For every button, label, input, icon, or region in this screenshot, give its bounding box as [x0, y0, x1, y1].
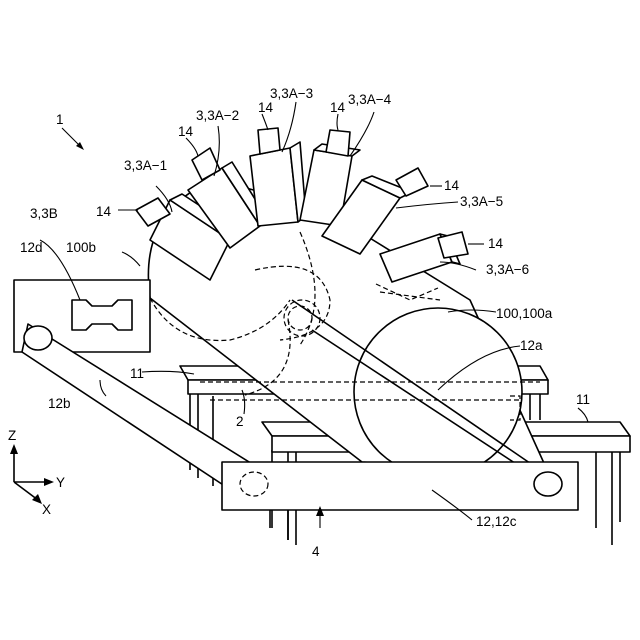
label-tool-6: 14 [488, 236, 504, 251]
label-conveyor-b: 12b [48, 396, 71, 411]
label-robot-5: 3,3A−5 [460, 194, 503, 209]
label-robot-b: 3,3B [30, 206, 58, 221]
label-device: 1 [56, 112, 64, 127]
label-frame-side: 100b [66, 240, 96, 255]
label-tool-3: 14 [258, 100, 274, 115]
label-tool-5: 14 [444, 178, 460, 193]
label-tool-1: 14 [96, 204, 112, 219]
label-robot-2: 3,3A−2 [196, 108, 239, 123]
label-frame: 100,100a [496, 306, 553, 321]
axis-label-x: X [42, 502, 51, 517]
label-table-right: 11 [576, 392, 590, 407]
label-table-left: 11 [130, 366, 144, 381]
label-conveyor-a: 12a [520, 338, 543, 353]
conveyor-12c [222, 462, 578, 540]
tool-14-4 [326, 130, 350, 156]
tool-14-3 [258, 128, 280, 154]
label-robot-6: 3,3A−6 [486, 262, 529, 277]
label-tool-4: 14 [330, 100, 346, 115]
axis-label-y: Y [56, 475, 65, 490]
label-tool-2: 14 [178, 124, 194, 139]
label-base: 4 [312, 544, 320, 559]
label-workpiece: 2 [236, 414, 244, 429]
axis-indicator [10, 444, 54, 504]
axis-label-z: Z [8, 428, 16, 443]
label-conveyor: 12,12c [476, 514, 517, 529]
label-robot-3: 3,3A−3 [270, 86, 313, 101]
label-conveyor-d: 12d [20, 240, 43, 255]
label-robot-1: 3,3A−1 [124, 158, 167, 173]
label-robot-4: 3,3A−4 [348, 92, 392, 107]
robot-3a-3 [250, 128, 306, 226]
